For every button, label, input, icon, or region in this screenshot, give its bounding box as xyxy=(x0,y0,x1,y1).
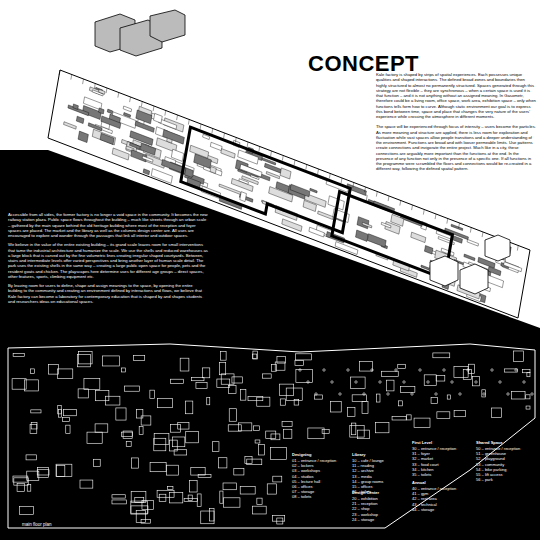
room-key: 08 – toilets xyxy=(292,494,311,499)
room-key: 50 – entrance / reception xyxy=(476,446,520,451)
room-key: 30 – entrance / reception xyxy=(412,446,456,451)
legend-heading: Designing xyxy=(292,452,311,457)
room-key: 14 – group rooms xyxy=(352,479,383,484)
room-key: 24 – storage xyxy=(352,517,374,522)
room-key: 21 – reception xyxy=(352,501,377,506)
legend-heading: First Level xyxy=(412,440,432,445)
legend-heading: Shared Space xyxy=(476,440,502,445)
room-key: 42 – rest area xyxy=(412,496,437,501)
room-key: 51 – greenhouse xyxy=(476,451,506,456)
room-key: 56 – park xyxy=(476,477,493,482)
room-key: 35 – toilets xyxy=(412,472,431,477)
room-key: 23 – workshop xyxy=(352,512,378,517)
room-key: 54 – bike parking xyxy=(476,467,506,472)
room-key: 41 – gym xyxy=(412,491,428,496)
room-key: 22 – shop xyxy=(352,506,370,511)
room-key: 32 – market xyxy=(412,456,433,461)
body-text: We believe in the value of the entire ex… xyxy=(8,242,208,279)
room-key: 15 – offices xyxy=(352,484,372,489)
body-text: The space will be experienced through fo… xyxy=(376,124,536,171)
room-key: 55 – lift access xyxy=(476,472,502,477)
room-key: 33 – food court xyxy=(412,462,439,467)
plan-caption: main floor plan xyxy=(22,522,52,528)
room-key: 34 – kitchen xyxy=(412,467,434,472)
legend-heading: Annual xyxy=(412,480,426,485)
legend-heading: Library xyxy=(352,452,366,457)
room-key: 53 – community xyxy=(476,462,504,467)
room-key: 52 – playground xyxy=(476,456,505,461)
room-key: 07 – storage xyxy=(292,489,314,494)
room-key: 05 – lecture hall xyxy=(292,479,320,484)
room-key: 44 – storage xyxy=(412,507,434,512)
room-key: 01 – entrance / reception xyxy=(292,458,336,463)
room-key: 04 – studios xyxy=(292,474,314,479)
city-blocks xyxy=(95,10,185,56)
body-text: Accessible from all sides, the former fa… xyxy=(8,212,208,238)
tower-blocks xyxy=(430,235,510,294)
room-key: 10 – cafe / lounge xyxy=(352,458,384,463)
room-key: 12 – archive xyxy=(352,468,374,473)
room-key: 31 – foyer xyxy=(412,451,430,456)
room-key: 03 – workshops xyxy=(292,468,320,473)
room-key: 11 – reading xyxy=(352,463,374,468)
room-key: 06 – offices xyxy=(292,484,312,489)
room-key: 13 – media xyxy=(352,474,372,479)
room-key: 43 – technical xyxy=(412,502,437,507)
room-key: 20 – exhibition xyxy=(352,496,378,501)
body-text: Kale factory is shaped by strips of spat… xyxy=(376,72,536,119)
legend-heading: Design Center xyxy=(352,490,379,495)
main-floor-plan xyxy=(8,344,535,528)
room-key: 02 – lockers xyxy=(292,463,314,468)
room-key: 40 – entrance / reception xyxy=(412,486,456,491)
body-text: By leaving room for users to define, sha… xyxy=(8,283,208,304)
